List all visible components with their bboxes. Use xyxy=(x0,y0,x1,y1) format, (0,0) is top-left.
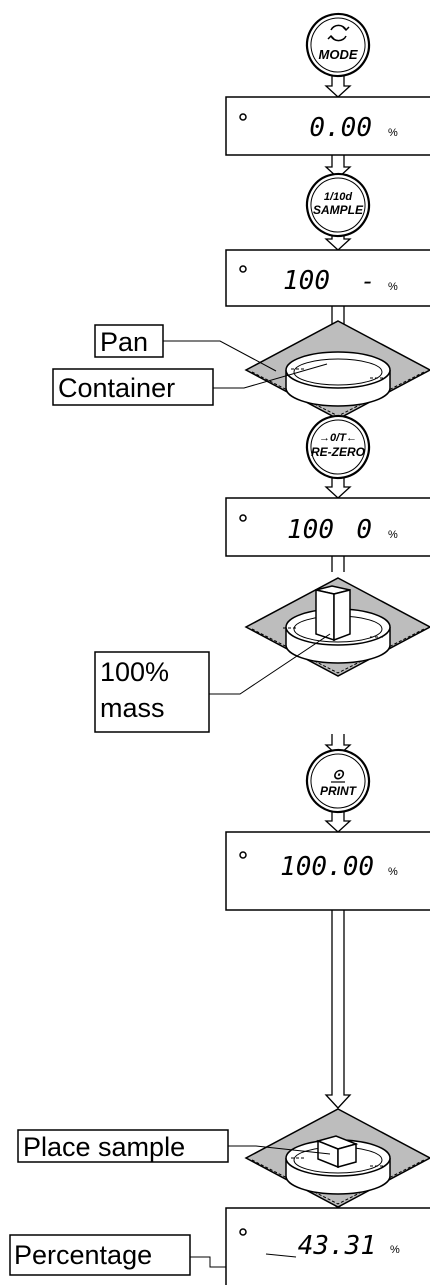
display-rezero: 100 0 % xyxy=(225,497,430,557)
display-dash: - xyxy=(361,267,375,295)
container-callout: Container xyxy=(52,363,328,406)
pan-label: Pan xyxy=(100,327,148,357)
pan-with-mass xyxy=(245,577,430,677)
unit-percent: % xyxy=(388,281,398,293)
percentage-callout: Percentage xyxy=(9,1234,297,1276)
cycle-icon xyxy=(327,24,350,42)
mass-label-line2: mass xyxy=(100,693,165,723)
stable-indicator xyxy=(239,265,247,273)
stable-indicator xyxy=(239,514,247,522)
display-percentage: 43.31 % xyxy=(225,1207,430,1285)
display-zero: 0.00 % xyxy=(225,96,430,156)
rezero-key-top: →0/T← xyxy=(319,432,357,444)
container-label: Container xyxy=(58,373,175,403)
rezero-key: →0/T← RE-ZERO xyxy=(305,414,371,480)
sample-key-label: SAMPLE xyxy=(313,203,364,217)
unit-percent: % xyxy=(388,866,398,878)
mass-callout: 100% mass xyxy=(94,633,331,733)
sample-key-top: 1/10d xyxy=(324,191,352,203)
stable-indicator xyxy=(239,851,247,859)
unit-percent: % xyxy=(388,529,398,541)
place-sample-callout: Place sample xyxy=(17,1129,331,1163)
pan-with-sample xyxy=(245,1108,430,1208)
display-readout-2: 0 xyxy=(356,515,372,545)
display-readout: 0.00 xyxy=(309,113,372,143)
unit-percent: % xyxy=(390,1244,400,1256)
mass-label-line1: 100% xyxy=(100,657,169,687)
display-readout: 100 xyxy=(287,515,334,545)
mode-key: MODE xyxy=(305,12,371,78)
stable-indicator xyxy=(239,113,247,121)
display-readout: 100 xyxy=(283,266,330,296)
display-readout: 100.00 xyxy=(280,852,374,882)
rezero-key-label: RE-ZERO xyxy=(311,445,366,459)
display-readout: 43.31 xyxy=(298,1231,376,1261)
mass-block xyxy=(315,585,351,642)
stable-indicator xyxy=(239,1228,247,1236)
pan-with-container xyxy=(245,320,430,420)
display-sample: 100 - % xyxy=(225,249,430,307)
percentage-label: Percentage xyxy=(14,1240,152,1270)
print-key-label: PRINT xyxy=(320,784,358,798)
sample-key: 1/10d SAMPLE xyxy=(305,172,371,238)
display-hundred: 100.00 % xyxy=(225,831,430,911)
print-icon: ⊙ xyxy=(332,766,345,782)
place-sample-label: Place sample xyxy=(23,1132,185,1162)
unit-percent: % xyxy=(388,127,398,139)
pan-callout: Pan xyxy=(94,324,277,372)
sample-block xyxy=(315,1135,359,1169)
mode-key-label: MODE xyxy=(319,47,358,62)
print-key: ⊙ PRINT xyxy=(305,748,371,814)
